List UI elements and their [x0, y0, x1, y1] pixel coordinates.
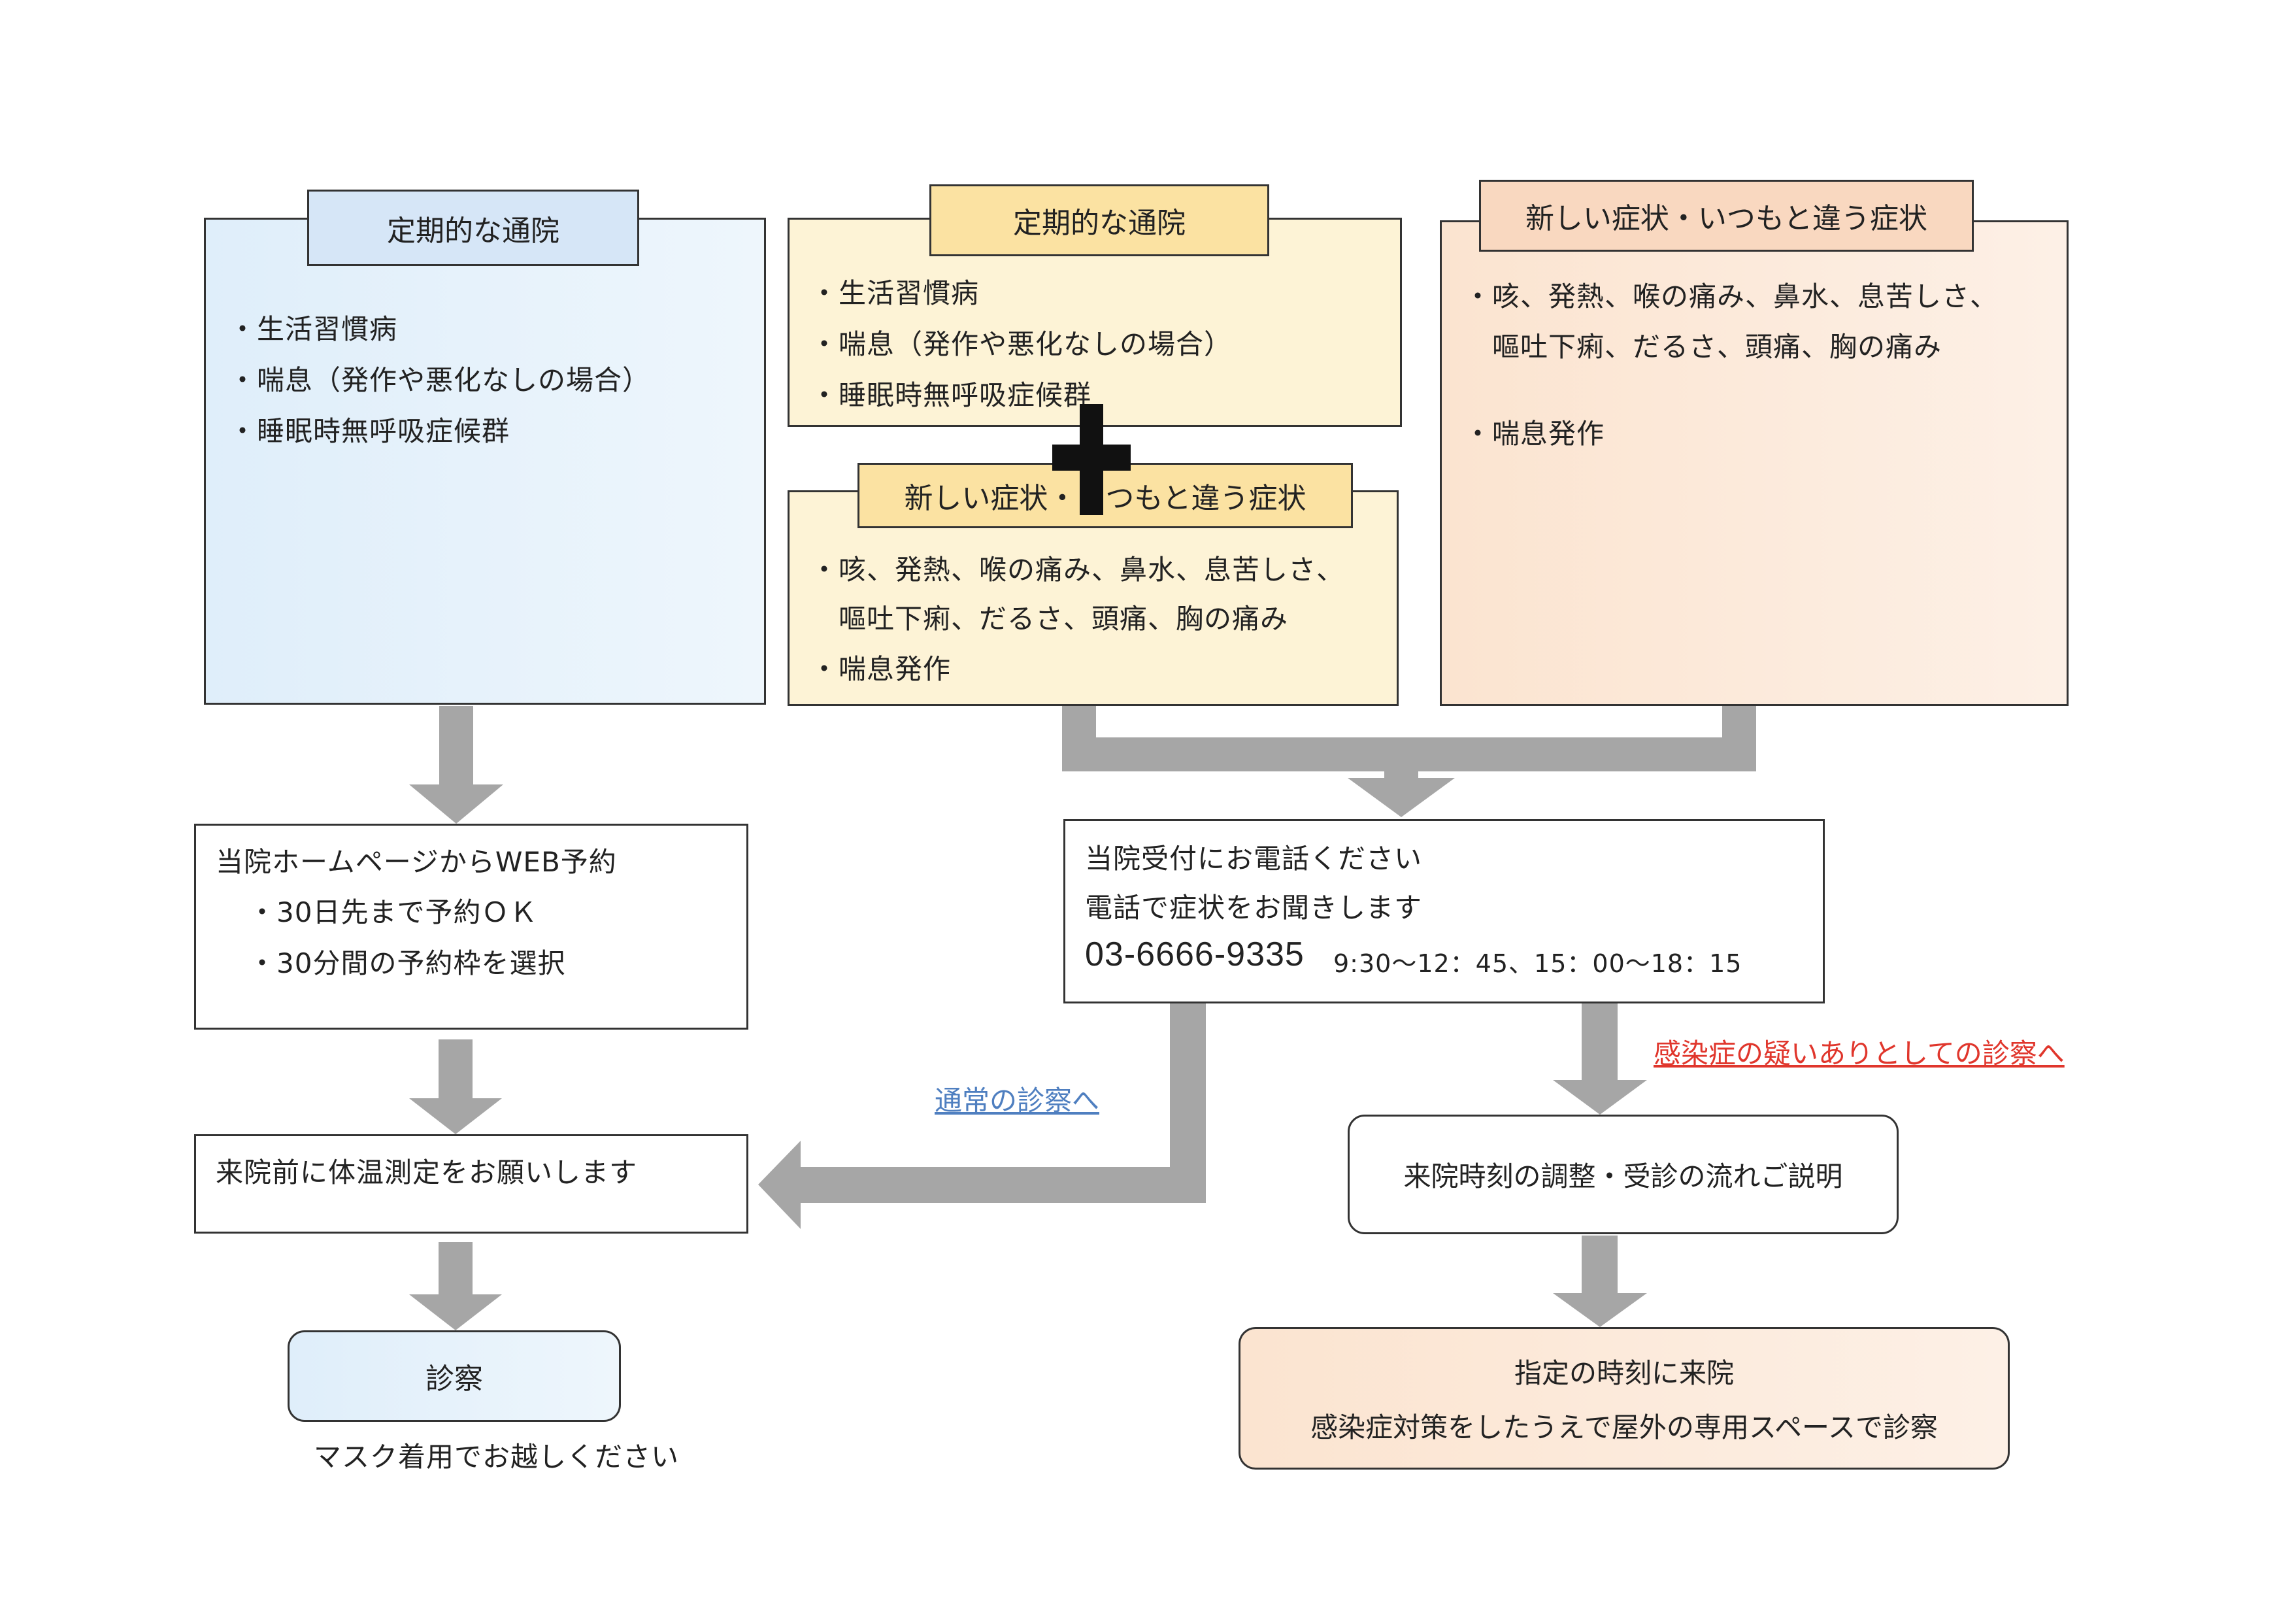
adjust-box: 来院時刻の調整・受診の流れご説明	[1348, 1115, 1899, 1234]
combined-symptom-item: ・喘息発作	[810, 653, 952, 685]
exam-label: 診察	[425, 1362, 483, 1396]
phone-line2: 電話で症状をお聞きします	[1085, 892, 1423, 924]
exam-box: 診察	[288, 1330, 621, 1422]
arrow-normal-exam	[758, 1003, 1206, 1229]
new-symptom-item: 嘔吐下痢、だるさ、頭痛、胸の痛み	[1464, 331, 1942, 363]
arrow-left-2	[409, 1039, 502, 1134]
new-symptom-box	[1440, 220, 2069, 706]
phone-number: 03-6666-9335	[1085, 935, 1305, 973]
temperature-text: 来院前に体温測定をお願いします	[216, 1156, 638, 1188]
combined-regular-item: ・睡眠時無呼吸症候群	[810, 379, 1092, 411]
combined-regular-title: 定期的な通院	[929, 184, 1269, 256]
new-symptom-item: ・喘息発作	[1464, 418, 1605, 450]
regular-visit-title: 定期的な通院	[307, 190, 639, 266]
regular-visit-item: ・生活習慣病	[229, 313, 398, 345]
regular-visit-item: ・喘息（発作や悪化なしの場合）	[229, 364, 651, 396]
web-reservation-box	[194, 824, 748, 1030]
combined-symptom-item: ・咳、発熱、喉の痛み、鼻水、息苦しさ、	[810, 554, 1345, 586]
final-line1: 指定の時刻に来院	[1514, 1357, 1734, 1389]
normal-exam-link[interactable]: 通常の診察へ	[935, 1085, 1100, 1117]
final-line2: 感染症対策をしたうえで屋外の専用スペースで診察	[1310, 1411, 1938, 1443]
web-reservation-item: ・30日先まで予約ＯＫ	[248, 896, 538, 928]
web-reservation-title: 当院ホームページからWEB予約	[216, 846, 617, 878]
arrow-merge	[1062, 706, 1756, 817]
combined-symptom-title: 新しい症状・いつもと違う症状	[857, 463, 1353, 528]
arrow-final	[1553, 1236, 1647, 1327]
infection-exam-link[interactable]: 感染症の疑いありとしての診察へ	[1654, 1037, 2065, 1069]
web-reservation-item: ・30分間の予約枠を選択	[248, 947, 566, 979]
arrow-infection	[1553, 1003, 1647, 1115]
combined-regular-item: ・生活習慣病	[810, 277, 980, 309]
new-symptom-title: 新しい症状・いつもと違う症状	[1479, 180, 1974, 252]
temperature-box	[194, 1134, 748, 1234]
arrow-left-1	[409, 706, 503, 824]
new-symptom-item: ・咳、発熱、喉の痛み、鼻水、息苦しさ、	[1464, 280, 1999, 312]
phone-box	[1063, 819, 1825, 1003]
combined-regular-item: ・喘息（発作や悪化なしの場合）	[810, 328, 1233, 360]
phone-hours: 9:30～12：45、15：00～18：15	[1333, 949, 1742, 978]
phone-line1: 当院受付にお電話ください	[1085, 843, 1423, 875]
exam-note: マスク着用でお越しください	[314, 1441, 680, 1473]
plus-icon	[1052, 404, 1131, 515]
combined-symptom-item: 嘔吐下痢、だるさ、頭痛、胸の痛み	[810, 603, 1289, 635]
arrow-left-3	[409, 1242, 502, 1330]
regular-visit-box	[204, 218, 766, 705]
regular-visit-item: ・睡眠時無呼吸症候群	[229, 415, 510, 447]
adjust-text: 来院時刻の調整・受診の流れご説明	[1403, 1160, 1843, 1192]
final-box: 指定の時刻に来院 感染症対策をしたうえで屋外の専用スペースで診察	[1239, 1327, 2010, 1470]
